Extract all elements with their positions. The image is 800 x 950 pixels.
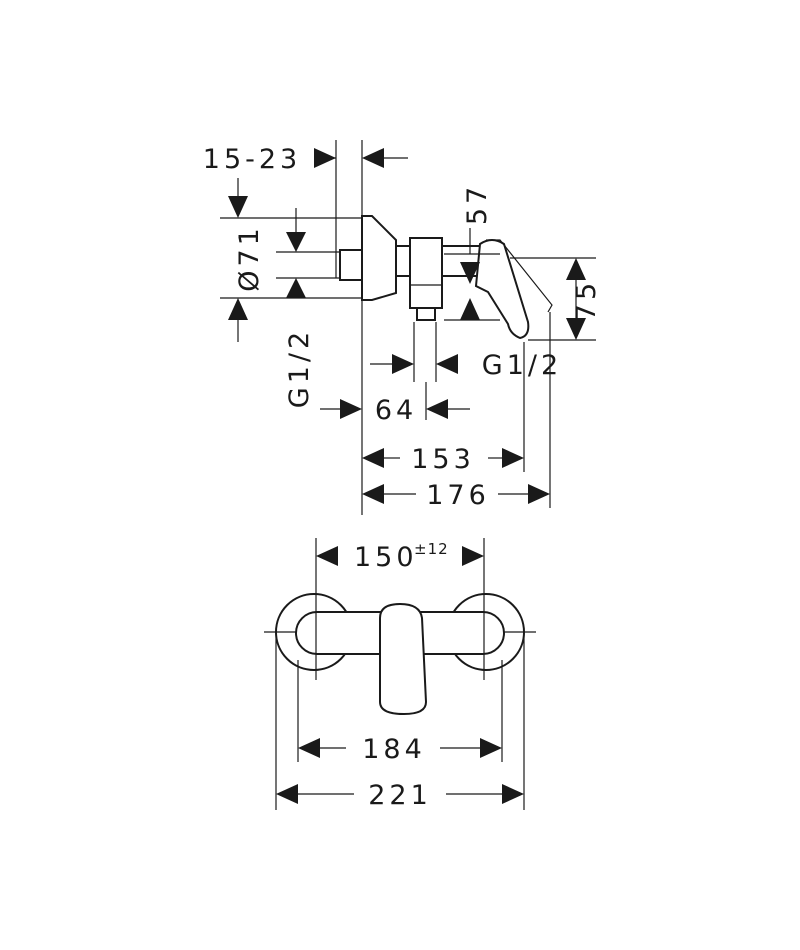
g12-right-arrow-right xyxy=(436,354,458,374)
dim153-arrow-left xyxy=(362,448,384,468)
dia71-arrow-bottom xyxy=(228,298,248,320)
dim184-label: 184 xyxy=(362,734,426,765)
dim75-label: 75 xyxy=(571,279,602,321)
dim184-arrow-left xyxy=(298,738,320,758)
dim153-label: 153 xyxy=(411,444,475,475)
g12-left-label: G1/2 xyxy=(284,328,315,408)
dim150-tolerance: ±12 xyxy=(414,540,449,558)
g12-right-label: G1/2 xyxy=(482,350,562,381)
dim64-arrow-left xyxy=(340,399,362,419)
dim150-value: 150 xyxy=(354,542,418,573)
dim57-label: 57 xyxy=(462,183,493,225)
valve-body xyxy=(409,237,443,309)
dim176-arrow-left xyxy=(362,484,384,504)
dia71-arrow-top xyxy=(228,196,248,218)
connection-pipe xyxy=(339,249,363,281)
dim64-arrow-right xyxy=(426,399,448,419)
g12-left-arrow-bottom xyxy=(286,278,306,298)
rosette xyxy=(361,215,397,301)
dim150-arrow-right xyxy=(462,546,484,566)
dim75-arrow-bottom xyxy=(566,318,586,340)
lever-front xyxy=(379,602,428,716)
dim75-arrow-top xyxy=(566,258,586,280)
dim153-arrow-right xyxy=(502,448,524,468)
dia71-label: Ø71 xyxy=(234,224,265,292)
side-view: Ø71 G1/2 15-23 57 75 G1/2 xyxy=(203,140,602,515)
g12-left-arrow-top xyxy=(286,232,306,252)
setback-label: 15-23 xyxy=(203,144,301,175)
lever-handle xyxy=(474,239,530,340)
dim57-arrow-top xyxy=(460,262,480,284)
handle-swing-outline xyxy=(486,239,553,313)
dim184-arrow-right xyxy=(480,738,502,758)
dim150-label: 150 xyxy=(354,542,418,573)
dim150-arrow-left xyxy=(316,546,338,566)
dim176-arrow-right xyxy=(528,484,550,504)
outlet-nipple xyxy=(416,307,436,321)
dim221-arrow-left xyxy=(276,784,298,804)
dim221-label: 221 xyxy=(368,780,432,811)
dim64-label: 64 xyxy=(375,395,417,426)
g12-right-arrow-left xyxy=(392,354,414,374)
setback-arrow-right xyxy=(362,148,384,168)
dim221-arrow-right xyxy=(502,784,524,804)
front-view: 150 ±12 184 221 xyxy=(264,538,536,811)
dim176-label: 176 xyxy=(426,480,490,511)
setback-arrow-left xyxy=(314,148,336,168)
dim57-arrow-bottom xyxy=(460,298,480,320)
